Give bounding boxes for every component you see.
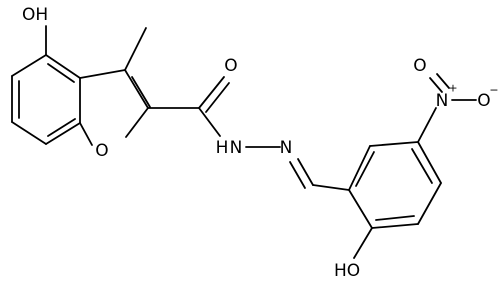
nitro-oxygen-top-label: O	[413, 56, 426, 76]
bond	[348, 145, 371, 191]
nitrophenol-ring	[348, 141, 442, 229]
bond	[205, 82, 230, 113]
bond	[125, 107, 149, 138]
nitro-minus-label: −	[489, 84, 498, 97]
bond	[417, 141, 442, 184]
bond	[198, 107, 221, 137]
bond	[411, 148, 433, 184]
bond	[417, 182, 442, 225]
bond	[429, 77, 443, 93]
amide-h-label: H	[216, 138, 229, 158]
bond	[11, 121, 47, 145]
bond	[131, 76, 151, 108]
bond	[124, 69, 149, 109]
hydroxy-label: OH	[22, 5, 48, 25]
imine-n-label: N	[280, 138, 293, 158]
nitro-oxygen-right-label: O	[477, 91, 490, 111]
nitro-n-label: N	[436, 91, 449, 111]
bond	[436, 73, 450, 89]
bond	[289, 161, 306, 189]
bond	[297, 158, 314, 186]
hydroxy-bottom-label: HO	[334, 261, 360, 281]
bond	[45, 54, 81, 79]
carbonyl-oxygen-label: O	[224, 56, 237, 76]
bond	[312, 184, 350, 191]
nitro-plus-label: +	[448, 82, 457, 95]
bond	[371, 223, 419, 229]
bond	[417, 107, 437, 143]
bond	[353, 227, 373, 259]
bond	[79, 69, 126, 79]
bond	[369, 141, 419, 147]
bond	[45, 122, 81, 145]
bond	[355, 151, 375, 187]
methyl-bond	[124, 27, 147, 71]
furan-oxygen-label: O	[95, 141, 108, 161]
bond	[47, 63, 75, 83]
bond	[79, 122, 93, 146]
amide-n-label: N	[230, 138, 243, 158]
bond	[198, 76, 225, 109]
bond	[375, 215, 415, 221]
bond	[47, 118, 76, 137]
benzofuran-benzene-ring	[11, 54, 81, 145]
bond	[11, 54, 47, 77]
furan-ring	[79, 69, 151, 146]
bond	[348, 189, 373, 229]
